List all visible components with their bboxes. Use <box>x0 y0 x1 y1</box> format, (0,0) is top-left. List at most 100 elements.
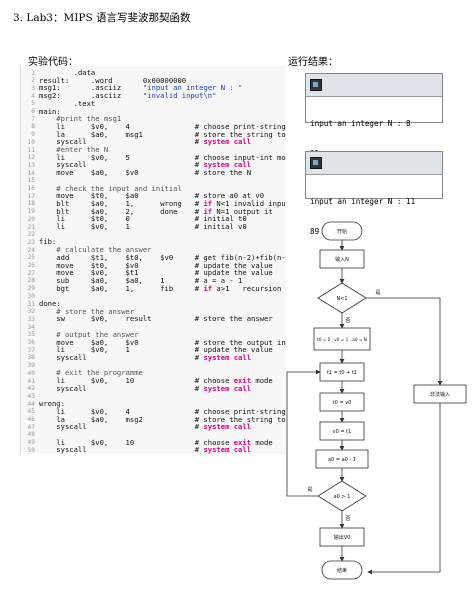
code-line: done: <box>39 299 61 308</box>
console-window-1: input an integer N : 8 21 <box>305 73 443 158</box>
line-number: 18 <box>27 200 35 208</box>
line-number: 43 <box>27 392 35 400</box>
line-number: 9 <box>31 131 35 139</box>
line-number: 30 <box>27 292 35 300</box>
flow-dec-label: a0 = a0 - 1 <box>328 457 356 463</box>
flow-cond2-label: a0 > 1 <box>334 494 351 500</box>
flow-cond1-label: N<1 <box>336 296 347 302</box>
code-line: syscall # system call <box>39 137 252 147</box>
code-line: move $t0, $v0 # update the value <box>39 260 273 270</box>
code-line: #print the msg1 <box>39 114 122 124</box>
code-line: blt $a0, 2, done # if N=1 output it <box>39 206 273 216</box>
code-line: sw $v0, result # store the answer <box>39 314 273 324</box>
flow-init-label: t0 = 0 , v0 = 1 , a0 = N <box>317 337 367 342</box>
flow-no2-label: 否 <box>345 516 350 522</box>
flow-t1 <box>319 362 365 382</box>
flow-output-label: 输出V0 <box>334 534 351 541</box>
code-listing: 1 .data 2 result: .word 0x00000000 3 msg1: .… <box>20 66 286 454</box>
flow-no1-label: 否 <box>345 318 350 324</box>
code-line: move $t0, $a0 # store a0 at v0 <box>39 191 265 201</box>
line-number: 49 <box>27 439 35 447</box>
flow-end <box>321 560 363 580</box>
line-number: 3 <box>31 84 35 92</box>
flow-init <box>313 327 371 351</box>
code-line: syscall # system call <box>39 352 252 362</box>
line-number: 24 <box>27 246 35 254</box>
line-number: 26 <box>27 262 35 269</box>
line-number: 33 <box>27 315 35 323</box>
code-line: syscall # system call <box>39 160 252 170</box>
line-number: 23 <box>27 238 35 246</box>
line-number: 40 <box>27 369 35 377</box>
code-line: li $v0, 5 # choose input-int mode <box>39 152 286 162</box>
code-line: li $v0, 10 # choose exit mode <box>39 376 273 385</box>
line-number: 16 <box>27 185 35 192</box>
code-line: li $t0, 0 # initial t0 <box>39 214 247 224</box>
code-line: .data <box>39 68 96 77</box>
code-line: # store the answer <box>39 306 135 316</box>
flow-error-label: 非法输入 <box>430 391 450 398</box>
code-line: msg1: .asciiz "input an integer N : " <box>39 83 243 93</box>
code-line: syscall # system call <box>39 445 252 454</box>
code-line: .text <box>39 98 96 108</box>
console-output-line: 89 <box>310 227 320 236</box>
line-number: 14 <box>27 169 35 177</box>
code-line: li $v0, 1 # update the value <box>39 345 273 355</box>
line-number: 25 <box>27 254 35 262</box>
result-section-title: 运行结果： <box>288 57 338 68</box>
line-number: 1 <box>31 69 35 77</box>
flow-t1-label: t1 = t0 + t1 <box>327 370 357 376</box>
code-line: li $v0, 4 # choose print-string mode <box>39 406 286 416</box>
line-number: 21 <box>27 223 35 231</box>
line-number: 8 <box>31 123 35 131</box>
line-number: 32 <box>27 308 35 316</box>
code-line: msg2: .asciiz "invalid input\n" <box>39 91 217 101</box>
line-number: 29 <box>27 285 35 293</box>
line-number: 15 <box>27 177 35 185</box>
code-line: # calculate the answer <box>39 245 152 255</box>
line-number: 44 <box>27 400 35 408</box>
code-line: blt $a0, 1, wrong # if N<1 invalid input <box>39 198 286 208</box>
code-line: syscall # system call <box>39 383 252 393</box>
line-number: 10 <box>27 138 35 146</box>
console-output-line: input an integer N : 8 <box>310 119 411 128</box>
line-number: 34 <box>27 323 35 331</box>
flow-cond2 <box>317 480 367 512</box>
line-number: 20 <box>27 215 35 223</box>
code-line: move $a0, $v0 # store the N <box>39 168 252 178</box>
code-line: add $t1, $t0, $v0 # get fib(n-2)+fib(n-1… <box>39 252 286 262</box>
flow-v0-label: v0 = t1 <box>333 429 352 435</box>
line-number: 45 <box>27 408 35 416</box>
console-output-line: input an integer N : 11 <box>310 197 416 206</box>
flow-end-label: 结束 <box>337 567 347 574</box>
console-window-2: input an integer N : 11 89 <box>305 151 443 236</box>
flow-error <box>413 384 467 404</box>
code-line: move $v0, $t1 # update the value <box>39 268 273 278</box>
line-number: 12 <box>27 154 35 162</box>
line-number: 47 <box>27 423 35 431</box>
flow-output <box>319 527 365 547</box>
line-number: 27 <box>27 269 35 277</box>
code-line: result: .word 0x00000000 <box>39 75 187 85</box>
line-number: 22 <box>27 231 35 239</box>
line-number: 35 <box>27 331 35 339</box>
line-number: 46 <box>27 416 35 423</box>
line-number: 4 <box>31 92 35 100</box>
code-line: # output the answer <box>39 329 139 339</box>
code-line: sub $a0, $a0, 1 # a = a - 1 <box>39 275 243 285</box>
console-titlebar <box>306 152 442 175</box>
code-line: move $a0, $v0 # store the output int <box>39 337 286 347</box>
flow-v0 <box>319 421 365 441</box>
code-line: syscall # system call <box>39 422 252 432</box>
section-heading: 3. Lab3：MIPS 语言写斐波那契函数 <box>13 12 191 24</box>
line-number: 37 <box>27 346 35 354</box>
flow-dec <box>315 449 369 469</box>
line-number: 2 <box>31 77 35 85</box>
line-number: 38 <box>27 354 35 362</box>
code-line: # exit the programme <box>39 368 143 378</box>
line-number: 5 <box>31 100 35 108</box>
line-number: 13 <box>27 161 35 169</box>
console-icon <box>310 79 322 91</box>
code-line: la $a0, msg1 # store the string to print <box>39 129 286 139</box>
code-line: li $v0, 10 # choose exit mode <box>39 437 273 447</box>
